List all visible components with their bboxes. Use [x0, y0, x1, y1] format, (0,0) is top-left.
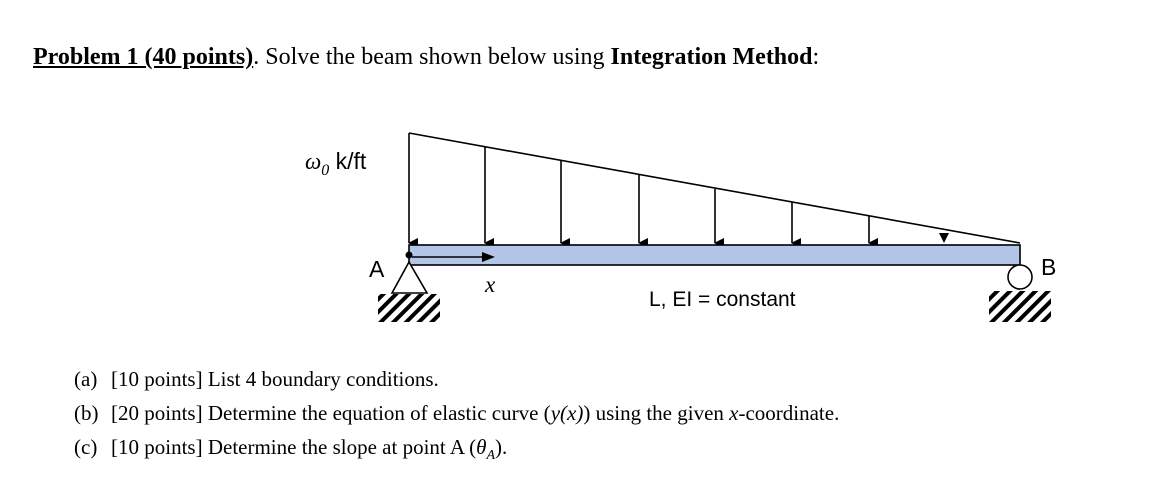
pin-triangle [390, 260, 429, 294]
part-c-text-pre: Determine the slope at point A ( [207, 435, 477, 459]
part-b: (b) [20 points] Determine the equation of… [74, 396, 839, 430]
part-b-points: [20 points] [111, 401, 203, 425]
part-b-label: (b) [74, 401, 99, 425]
label-x: x [484, 272, 496, 297]
part-c-theta: θ [476, 435, 487, 459]
beam-properties-label: L, EI = constant [649, 288, 796, 311]
load-arrow-8 [939, 233, 949, 243]
pin-dot [405, 251, 413, 259]
part-c-theta-sub: A [486, 448, 495, 464]
part-b-text-post: -coordinate. [738, 401, 840, 425]
part-b-text-pre: Determine the equation of elastic curve … [207, 401, 551, 425]
pin-support-a [378, 251, 440, 322]
ground-hatch-a [378, 294, 440, 322]
part-a-text: List 4 boundary conditions. [207, 367, 439, 391]
load-label: ω0 k/ft [305, 148, 367, 179]
distributed-load [408, 132, 1021, 248]
part-c: (c) [10 points] Determine the slope at po… [74, 430, 839, 464]
beam-body [408, 244, 1021, 266]
problem-method: Integration Method [610, 44, 813, 70]
roller-support-b [989, 264, 1051, 322]
label-a: A [369, 256, 385, 282]
problem-title: Problem 1 (40 points) [33, 44, 254, 70]
part-c-label: (c) [74, 435, 98, 459]
part-a: (a) [10 points] List 4 boundary condition… [74, 362, 839, 396]
part-b-equation: y(x) [550, 401, 584, 425]
load-top-line [408, 132, 1021, 244]
part-c-text-post: ). [495, 435, 508, 459]
parts-list: (a) [10 points] List 4 boundary condition… [74, 362, 839, 464]
problem-colon: : [812, 44, 820, 70]
roller-circle [1007, 264, 1033, 290]
problem-heading: Problem 1 (40 points). Solve the beam sh… [33, 44, 819, 71]
ground-hatch-b [989, 291, 1051, 322]
part-a-points: [10 points] [111, 367, 203, 391]
part-b-text-mid: ) using the given [583, 401, 730, 425]
part-b-xvar: x [729, 401, 739, 425]
x-axis-arrowhead [482, 252, 495, 262]
problem-separator: . [253, 44, 266, 70]
part-c-points: [10 points] [111, 435, 203, 459]
problem-text: Solve the beam shown below using [265, 44, 611, 70]
label-b: B [1041, 254, 1056, 280]
part-a-label: (a) [74, 367, 98, 391]
